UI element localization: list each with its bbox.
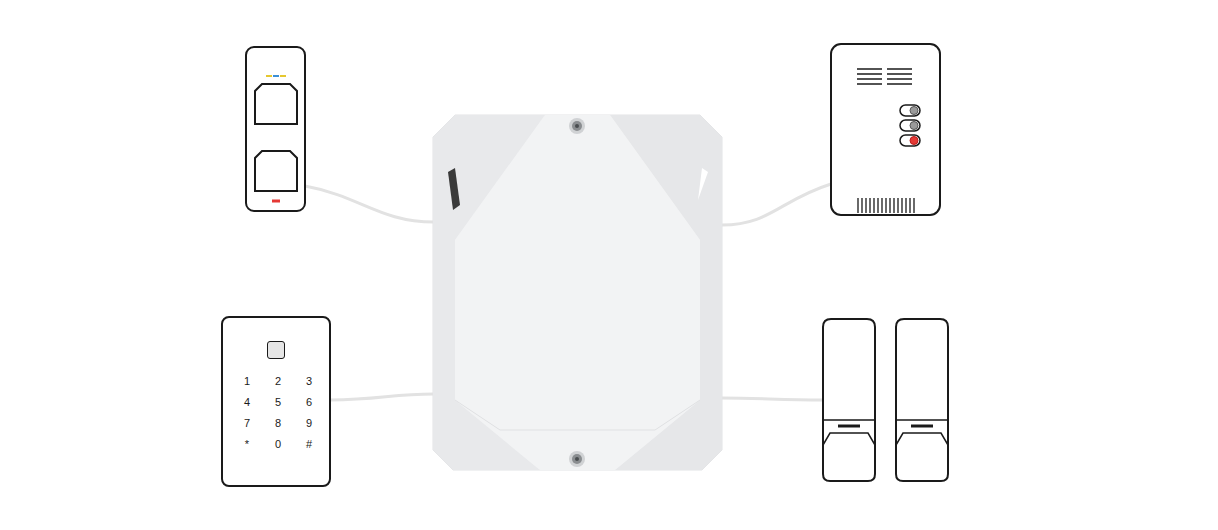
hub-housing	[433, 115, 722, 470]
keypad-key: *	[245, 438, 249, 450]
gas-detector	[831, 44, 940, 215]
keypad-key: 5	[275, 396, 281, 408]
motion-detector	[246, 47, 305, 211]
door-contacts	[823, 319, 948, 481]
keypad-key: 7	[244, 417, 250, 429]
keypad-key: 4	[244, 396, 250, 408]
keypad-key: 0	[275, 438, 281, 450]
keypad: 1 2 3 4 5 6 7 8 9 * 0 #	[221, 316, 331, 487]
keypad-key: #	[306, 438, 312, 450]
keypad-key: 3	[306, 375, 312, 387]
keypad-key: 2	[275, 375, 281, 387]
keypad-key: 1	[244, 375, 250, 387]
keypad-key: 8	[275, 417, 281, 429]
keypad-button	[267, 341, 285, 359]
keypad-key: 9	[306, 417, 312, 429]
keypad-key: 6	[306, 396, 312, 408]
